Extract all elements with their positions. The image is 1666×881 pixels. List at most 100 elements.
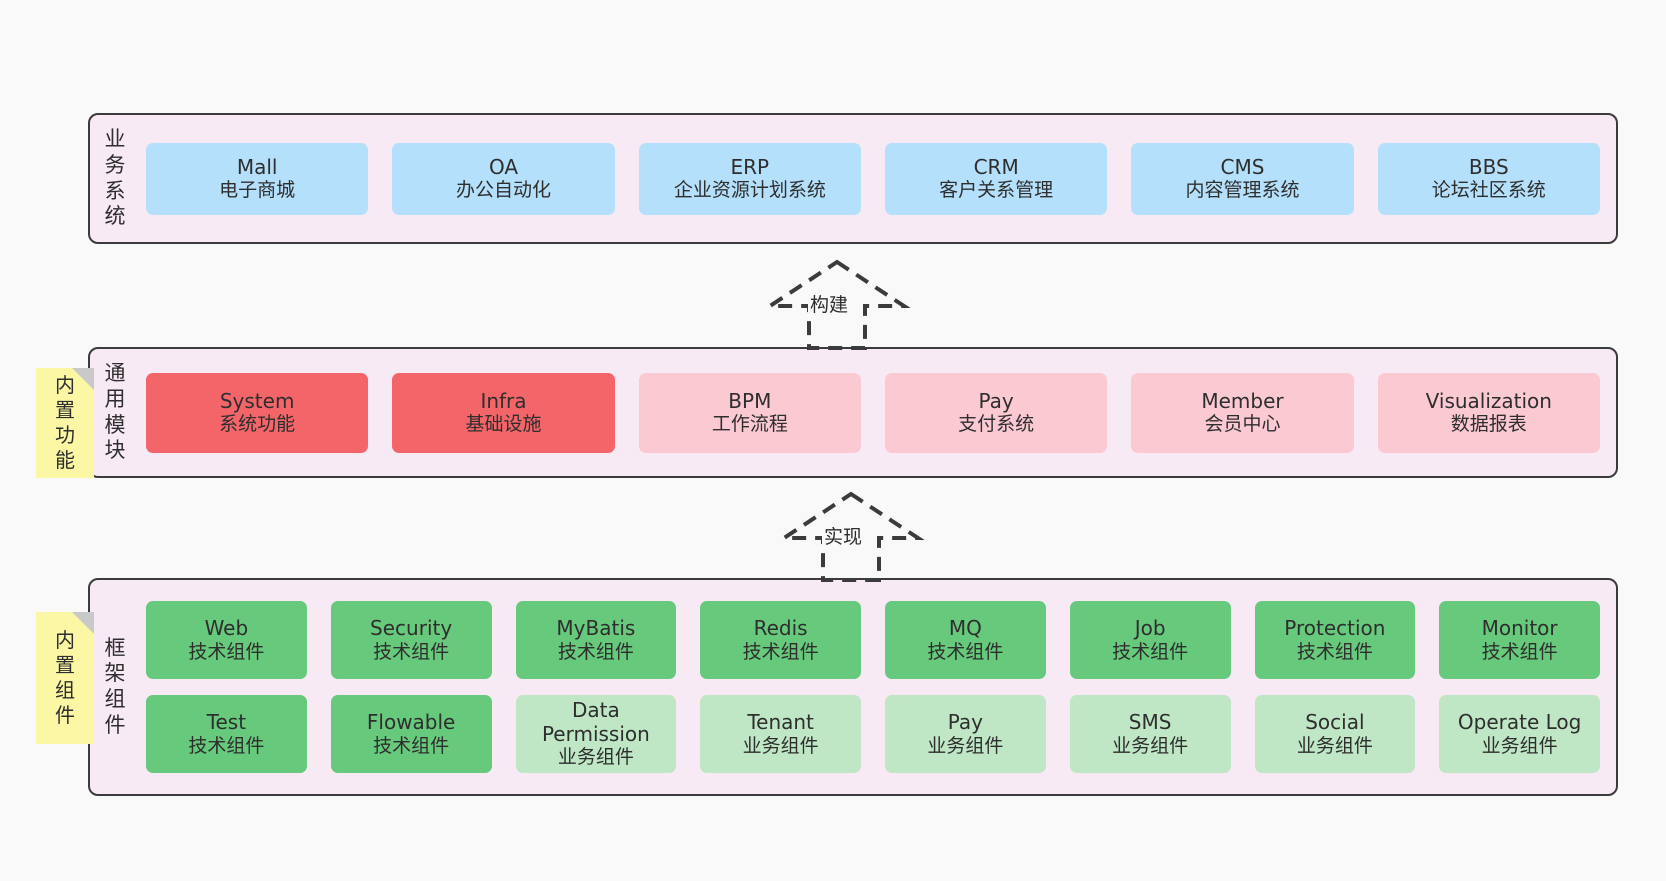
module-card-title: Operate Log [1457, 710, 1582, 734]
module-card-pay[interactable]: Pay 支付系统 [884, 372, 1108, 453]
module-card-tenant[interactable]: Tenant 业务组件 [700, 695, 861, 773]
module-card-subtitle: 技术组件 [557, 640, 634, 663]
module-card-title: Data Permission [541, 698, 650, 746]
module-card-subtitle: 数据报表 [1450, 413, 1527, 436]
layer-title-char: 架 [104, 661, 126, 686]
module-card-mall[interactable]: Mall 电子商城 [146, 142, 369, 215]
module-card-subtitle: 企业资源计划系统 [673, 179, 826, 202]
module-card-title: BPM [728, 388, 772, 413]
folded-corner-icon [72, 612, 94, 634]
layer-title-char: 框 [104, 635, 126, 660]
folded-corner-icon [72, 368, 94, 390]
layer-framework-component: 框 架 组 件 Web 技术组件 Security 技术组件 MyBatis 技… [88, 578, 1618, 796]
module-card-subtitle: 论坛社区系统 [1431, 179, 1546, 202]
module-card-subtitle: 支付系统 [958, 413, 1035, 436]
layer-business-system: 业 务 系 统 Mall 电子商城 OA 办公自动化 ERP 企业资源计划系统 [88, 113, 1618, 244]
layer-title-char: 用 [104, 386, 126, 411]
note-builtin-function: 内 置 功 能 [36, 368, 94, 478]
module-card-system[interactable]: System 系统功能 [146, 372, 369, 453]
module-card-member[interactable]: Member 会员中心 [1131, 372, 1354, 453]
module-card-subtitle: 技术组件 [927, 640, 1004, 663]
module-card-subtitle: 业务组件 [927, 734, 1004, 757]
module-card-subtitle: 技术组件 [742, 640, 819, 663]
module-card-bpm[interactable]: BPM 工作流程 [638, 372, 861, 453]
module-card-cms[interactable]: CMS 内容管理系统 [1131, 142, 1354, 215]
module-card-test[interactable]: Test 技术组件 [146, 695, 307, 773]
dashed-hollow-arrow-icon [763, 259, 911, 350]
module-card-subtitle: 基础设施 [465, 413, 542, 436]
module-card-subtitle: 技术组件 [373, 640, 450, 663]
module-card-flowable[interactable]: Flowable 技术组件 [330, 695, 492, 773]
module-card-title: Job [1134, 616, 1166, 640]
module-card-subtitle: 业务组件 [1296, 734, 1373, 757]
module-card-subtitle: 业务组件 [557, 746, 634, 769]
module-card-title: Social [1305, 710, 1365, 734]
module-card-title: Protection [1284, 616, 1386, 640]
module-card-redis[interactable]: Redis 技术组件 [700, 601, 861, 679]
module-card-social[interactable]: Social 业务组件 [1254, 695, 1416, 773]
module-card-crm[interactable]: CRM 客户关系管理 [884, 142, 1108, 215]
layer-title-char: 系 [104, 178, 126, 203]
note-char: 内 [55, 627, 75, 652]
module-card-job[interactable]: Job 技术组件 [1069, 601, 1231, 679]
cell-row: Web 技术组件 Security 技术组件 MyBatis 技术组件 Redi… [146, 601, 1600, 679]
module-card-subtitle: 工作流程 [711, 413, 788, 436]
module-card-pay-business[interactable]: Pay 业务组件 [885, 695, 1046, 773]
layer-title-framework-component: 框 架 组 件 [90, 580, 140, 794]
module-card-erp[interactable]: ERP 企业资源计划系统 [638, 142, 861, 215]
module-card-bbs[interactable]: BBS 论坛社区系统 [1377, 142, 1600, 215]
module-card-protection[interactable]: Protection 技术组件 [1254, 601, 1416, 679]
note-char: 置 [55, 652, 75, 677]
module-card-mq[interactable]: MQ 技术组件 [885, 601, 1046, 679]
cell-row: Test 技术组件 Flowable 技术组件 Data Permission … [146, 695, 1600, 773]
module-card-title: System [219, 388, 295, 413]
module-card-subtitle: 技术组件 [373, 734, 450, 757]
layer-title-char: 业 [104, 127, 126, 152]
module-card-subtitle: 客户关系管理 [939, 179, 1054, 202]
note-builtin-component: 内 置 组 件 [36, 612, 94, 744]
module-card-title: Visualization [1425, 388, 1552, 413]
layer-title-char: 务 [104, 152, 126, 177]
module-card-title: Pay [978, 388, 1014, 413]
module-card-oa[interactable]: OA 办公自动化 [392, 142, 615, 215]
module-card-subtitle: 业务组件 [1112, 734, 1189, 757]
module-card-title: Tenant [747, 710, 814, 734]
arrow-label-build: 构建 [808, 290, 851, 317]
module-card-subtitle: 业务组件 [742, 734, 819, 757]
module-card-infra[interactable]: Infra 基础设施 [392, 372, 615, 453]
module-card-title: Security [370, 616, 453, 640]
module-card-subtitle: 技术组件 [1481, 640, 1558, 663]
module-card-title: Member [1201, 388, 1284, 413]
module-card-monitor[interactable]: Monitor 技术组件 [1439, 601, 1600, 679]
dashed-hollow-arrow-icon [777, 491, 925, 582]
note-char: 内 [55, 372, 75, 397]
module-card-operate-log[interactable]: Operate Log 业务组件 [1439, 695, 1600, 773]
module-card-subtitle: 办公自动化 [455, 179, 551, 202]
module-card-title: MyBatis [556, 616, 636, 640]
note-char: 组 [55, 678, 75, 702]
module-card-sms[interactable]: SMS 业务组件 [1069, 695, 1231, 773]
layer-title-char: 块 [104, 438, 126, 463]
layer-cells: System 系统功能 Infra 基础设施 BPM 工作流程 Pay 支付系统… [140, 349, 1616, 476]
module-card-title: Web [204, 616, 249, 640]
layer-cells: Mall 电子商城 OA 办公自动化 ERP 企业资源计划系统 CRM 客户关系… [140, 115, 1616, 242]
module-card-title: ERP [730, 154, 770, 179]
module-card-data-permission[interactable]: Data Permission 业务组件 [515, 695, 677, 773]
module-card-subtitle: 技术组件 [1112, 640, 1189, 663]
module-card-web[interactable]: Web 技术组件 [146, 601, 307, 679]
module-card-mybatis[interactable]: MyBatis 技术组件 [515, 601, 677, 679]
module-card-title: Infra [480, 388, 527, 413]
module-card-title: CMS [1220, 154, 1265, 179]
module-card-title: BBS [1468, 154, 1509, 179]
module-card-title: SMS [1128, 710, 1172, 734]
layer-common-module: 通 用 模 块 System 系统功能 Infra 基础设施 BPM 工作流程 [88, 347, 1618, 478]
module-card-title: Mall [236, 154, 278, 179]
module-card-visualization[interactable]: Visualization 数据报表 [1377, 372, 1600, 453]
module-card-title: Test [206, 710, 247, 734]
module-card-title: Pay [947, 710, 983, 734]
layer-title-common-module: 通 用 模 块 [90, 349, 140, 476]
module-card-subtitle: 业务组件 [1481, 734, 1558, 757]
cell-row: System 系统功能 Infra 基础设施 BPM 工作流程 Pay 支付系统… [146, 372, 1600, 453]
layer-title-char: 通 [104, 361, 126, 386]
module-card-security[interactable]: Security 技术组件 [330, 601, 492, 679]
